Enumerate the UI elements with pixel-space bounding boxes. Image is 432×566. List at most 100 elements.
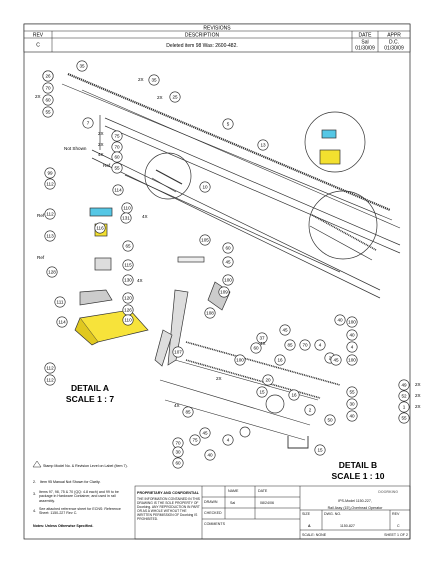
item-balloon <box>44 167 56 179</box>
note-3-wrap: Items 97, 98, 75 & 70 (QQ: 4.8 each) and… <box>39 490 119 503</box>
appr-name: D.C. <box>389 40 399 46</box>
rev-label: REV <box>392 512 400 516</box>
item-balloon-number: 110 <box>124 318 132 323</box>
item-balloon <box>346 316 358 328</box>
item-balloon-number: 100 <box>224 278 232 283</box>
item-balloon-number: 70 <box>45 86 51 91</box>
item-balloon <box>76 60 88 72</box>
detail-a-title: DETAIL A <box>71 383 109 393</box>
item-balloon-number: 112 <box>46 182 54 187</box>
item-balloon <box>314 444 326 456</box>
item-balloon-number: 120 <box>124 296 132 301</box>
item-balloon-number: 110 <box>123 206 131 211</box>
title-block-text: PROPRIETARY AND CONFIDENTIAL THE INFORMA… <box>137 489 408 537</box>
item-balloon-number: 126 <box>124 308 132 313</box>
qty-label: 4X <box>98 152 104 157</box>
sheet-label: SHEET 1 OF 2 <box>384 533 408 537</box>
qty-label: 2X <box>216 376 222 381</box>
note-3: Items 97, 98, 75 & 70 (QQ: 4.8 each) and… <box>39 490 119 503</box>
item-balloon <box>284 339 296 351</box>
item-balloon-number: 1 <box>403 405 406 410</box>
drawing-title-1: IPS-Model 1150-227, <box>338 499 372 503</box>
item-balloon <box>44 208 56 220</box>
item-balloon <box>274 354 286 366</box>
rev-header: REV <box>33 33 44 39</box>
item-balloon <box>42 70 54 82</box>
description-header: DESCRIPTION <box>185 33 220 39</box>
item-balloon <box>94 222 106 234</box>
item-balloon <box>42 94 54 106</box>
item-balloon <box>169 91 181 103</box>
item-balloon-number: 35 <box>151 78 157 83</box>
item-balloon <box>122 292 134 304</box>
item-balloon <box>299 339 311 351</box>
item-balloon-number: 107 <box>174 350 182 355</box>
name-label: NAME <box>228 489 239 493</box>
qty-label: 2X <box>157 95 163 100</box>
item-balloon-number: 114 <box>114 188 122 193</box>
item-balloon <box>330 354 342 366</box>
item-balloon-number: 2 <box>309 408 312 413</box>
detail-b-title: DETAIL B <box>339 460 377 470</box>
item-balloon <box>172 446 184 458</box>
item-balloon <box>111 151 123 163</box>
item-balloon <box>346 329 358 341</box>
drawn-date: 08/24/06 <box>260 501 274 505</box>
item-balloon-number: 55 <box>401 416 407 421</box>
rev-date: 01/30/09 <box>355 46 375 52</box>
item-balloon-number: 60 <box>175 461 181 466</box>
item-balloon <box>172 457 184 469</box>
rev-description: Deleted item 98 Was: 2600-482. <box>166 43 238 49</box>
item-balloons: 7570605535352551310775706055991121141101… <box>42 60 410 469</box>
item-balloon-number: 26 <box>45 74 51 79</box>
item-balloon-number: 52 <box>401 394 407 399</box>
item-balloon <box>54 296 66 308</box>
item-balloon <box>120 212 132 224</box>
qty-label: 2X <box>138 77 144 82</box>
item-balloon-number: 4 <box>227 438 230 443</box>
item-balloon-number: 55 <box>349 390 355 395</box>
proprietary-text-wrap: THE INFORMATION CONTAINED IN THIS DRAWIN… <box>137 497 200 521</box>
item-balloon <box>199 234 211 246</box>
item-balloon-number: 55 <box>45 110 51 115</box>
qty-label: 2X <box>415 382 421 387</box>
item-balloon <box>182 406 194 418</box>
item-balloon <box>199 181 211 193</box>
item-balloon-number: 15 <box>259 390 265 395</box>
note-number: 4. <box>33 509 36 513</box>
quantity-labels: Not Shown Ref Ref Ref 2X 2X 2X 2X 4X 2X … <box>35 77 421 409</box>
item-balloon-number: 105 <box>201 238 209 243</box>
qty-label: 4X <box>142 214 148 219</box>
item-balloon-number: 15 <box>317 448 323 453</box>
item-balloon-number: 30 <box>175 450 181 455</box>
note-4: See attached reference sheet for ECNS: R… <box>39 507 121 516</box>
item-balloon <box>44 178 56 190</box>
item-balloon-number: 50 <box>327 418 333 423</box>
item-balloon-number: 60 <box>114 155 120 160</box>
item-balloon-number: 113 <box>46 234 54 239</box>
item-balloon <box>250 342 262 354</box>
item-balloon-number: 40 <box>207 453 213 458</box>
item-balloon-number: 112 <box>46 378 54 383</box>
drawing-notes: Stamp Model No. & Revision Level on Labe… <box>32 460 128 528</box>
qty-label: 4X <box>260 341 266 346</box>
item-balloon <box>42 82 54 94</box>
qty-label: 2X <box>35 94 41 99</box>
rev-value: C <box>36 43 40 49</box>
drawing-title-2: Rail Assy (15'),Overhead Operator <box>328 506 384 510</box>
item-balloon <box>44 362 56 374</box>
note-number: 3. <box>33 492 36 496</box>
item-balloon <box>204 307 216 319</box>
item-balloon-number: 130 <box>124 278 132 283</box>
item-balloon <box>199 427 211 439</box>
item-balloon-number: 10 <box>202 185 208 190</box>
note-4-wrap: See attached reference sheet for ECNS: R… <box>39 507 121 516</box>
qty-label: 4X <box>174 403 180 408</box>
date-label: DATE <box>258 489 268 493</box>
note-flag-icon <box>32 460 42 468</box>
note-number: 2. <box>33 480 36 484</box>
title-block <box>134 485 411 540</box>
item-balloon <box>262 374 274 386</box>
revision-block: REVISIONS REV DESCRIPTION DATE APPR C De… <box>23 23 411 53</box>
qty-label: 2X <box>98 131 104 136</box>
